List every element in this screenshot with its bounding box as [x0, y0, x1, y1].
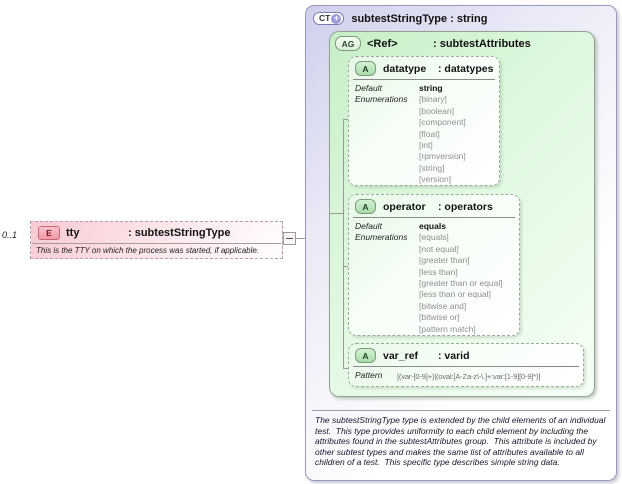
facet-label: Enumerations [355, 94, 408, 105]
attribute-header: A datatype : datatypes [349, 57, 499, 78]
attribute-type: : operators [438, 200, 493, 213]
enum-item: [string] [419, 162, 445, 173]
facet-pattern-value: [(var-[0-9]+)|(oval:[A-Za-z\-\.]+:var:[1… [397, 372, 541, 381]
attribute-group-header: AG <Ref> : subtestAttributes [335, 36, 531, 51]
enum-item: [less than or equal] [419, 289, 491, 300]
divider [353, 79, 495, 80]
attribute-type: : varid [438, 349, 470, 362]
divider [353, 366, 579, 367]
element-header: E tty : subtestStringType [31, 222, 282, 243]
divider [353, 217, 515, 218]
attribute-badge-icon: A [355, 199, 376, 214]
facet-label: Pattern [355, 370, 383, 380]
attribute-box-var-ref[interactable]: A var_ref : varid Pattern [(var-[0-9]+)|… [348, 343, 584, 387]
attribute-group-box[interactable]: AG <Ref> : subtestAttributes A datatype … [329, 31, 595, 397]
enumeration-list: [equals][not equal][greater than][less t… [419, 232, 503, 335]
attribute-group-type: : subtestAttributes [433, 37, 531, 50]
attribute-name: datatype [383, 62, 427, 75]
element-name: tty [66, 227, 80, 239]
attribute-name: var_ref [383, 349, 419, 362]
facet-row-default: Default equals [355, 221, 514, 232]
attribute-type: : datatypes [438, 62, 494, 75]
attribute-badge-icon: A [355, 61, 376, 76]
tree-connector-line [343, 368, 349, 369]
divider [32, 243, 281, 244]
attribute-box-operator[interactable]: A operator : operators Default equals En… [348, 194, 520, 336]
enum-item: [float] [419, 128, 440, 139]
facet-label: Enumerations [355, 232, 408, 243]
attribute-header: A operator : operators [349, 195, 519, 216]
facet-label: Default [355, 83, 382, 93]
connector-line [296, 238, 305, 239]
attribute-box-datatype[interactable]: A datatype : datatypes Default string En… [348, 56, 500, 186]
element-badge-icon: E [38, 226, 60, 240]
tree-connector-line [343, 119, 344, 369]
facet-row-enumerations: Enumerations [binary][boolean][component… [355, 94, 494, 185]
attribute-badge-icon: A [355, 348, 376, 363]
cardinality-label: 0..1 [2, 230, 18, 240]
complex-type-header: CT + subtestStringType : string [313, 12, 487, 25]
attribute-facets: Default equals Enumerations [equals][not… [349, 220, 519, 335]
element-box-tty[interactable]: E tty : subtestStringType This is the TT… [30, 221, 283, 259]
collapse-toggle[interactable] [283, 232, 296, 245]
tree-connector-line [343, 119, 349, 120]
complex-type-badge-label: CT [319, 13, 331, 24]
facet-label: Default [355, 221, 382, 231]
complex-type-title: subtestStringType : string [351, 12, 488, 25]
tree-connector-line [330, 213, 343, 214]
enum-item: [binary] [419, 94, 447, 105]
facet-default-value: string [419, 83, 443, 93]
attribute-facets: Pattern [(var-[0-9]+)|(oval:[A-Za-z\-\.]… [349, 369, 583, 382]
tree-connector-line [343, 266, 349, 267]
enum-item: [component] [419, 117, 466, 128]
enumeration-list: [binary][boolean][component][float][int]… [419, 94, 466, 185]
enum-item: [greater than or equal] [419, 278, 503, 289]
facet-default-value: equals [419, 221, 446, 231]
enum-item: [less than] [419, 266, 458, 277]
complex-type-box[interactable]: CT + subtestStringType : string AG <Ref>… [305, 5, 617, 481]
facet-row-default: Default string [355, 83, 494, 94]
enum-item: [bitwise and] [419, 300, 467, 311]
attribute-facets: Default string Enumerations [binary][boo… [349, 82, 499, 186]
attribute-group-name: <Ref> [367, 37, 398, 50]
attribute-name: operator [383, 200, 426, 213]
enum-item: [not equal] [419, 243, 459, 254]
complex-type-badge-icon: CT + [313, 12, 345, 25]
element-annotation: This is the TTY on which the process was… [36, 246, 260, 255]
complex-type-annotation: The subtestStringType type is extended b… [315, 415, 608, 468]
enum-item: [rpmversion] [419, 151, 466, 162]
facet-row-pattern: Pattern [(var-[0-9]+)|(oval:[A-Za-z\-\.]… [355, 370, 578, 382]
plus-icon: + [331, 13, 342, 24]
enum-item: [version] [419, 174, 452, 185]
enum-item: [equals] [419, 232, 449, 243]
enum-item: [greater than] [419, 255, 470, 266]
minus-icon [286, 238, 293, 239]
enum-item: [boolean] [419, 105, 454, 116]
attribute-group-badge-icon: AG [335, 36, 361, 51]
divider [312, 410, 610, 411]
enum-item: [pattern match] [419, 323, 476, 334]
facet-row-enumerations: Enumerations [equals][not equal][greater… [355, 232, 514, 335]
element-type: : subtestStringType [128, 227, 231, 239]
enum-item: [int] [419, 140, 433, 151]
attribute-header: A var_ref : varid [349, 344, 583, 365]
enum-item: [bitwise or] [419, 312, 460, 323]
